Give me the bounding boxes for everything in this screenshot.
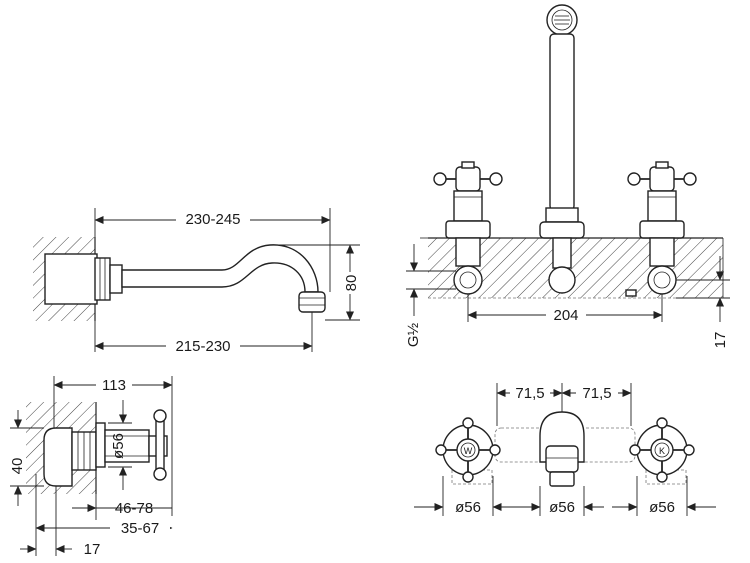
dim-spout-height: 80 <box>343 275 360 292</box>
dim-valve-adjust-a: 46-78 <box>115 500 153 517</box>
left-valve-handle <box>433 161 503 239</box>
left-connector <box>453 265 483 295</box>
dim-thread-size: G½ <box>405 322 422 347</box>
valve-side-view: 113 ø56 40 46-78 35-67 17 <box>9 375 173 558</box>
valve-rosette <box>95 422 106 468</box>
dim-spout-length-top: 230-245 <box>185 211 240 228</box>
shower-holder <box>539 221 585 239</box>
hot-handle-front: W <box>435 417 501 483</box>
dim-spout-length-bottom: 215-230 <box>175 338 230 355</box>
dim-valve-diameter: ø56 <box>110 433 127 459</box>
hot-mark: W <box>464 446 473 456</box>
wall-mount-block <box>44 253 98 305</box>
spout-pipe <box>121 244 319 293</box>
spout-front <box>539 411 585 487</box>
shower-handle <box>549 33 575 211</box>
dim-valve-height: 40 <box>9 458 26 475</box>
dim-centre-left: 71,5 <box>515 385 544 402</box>
spout-side-view: 230-245 80 215-230 <box>33 208 360 355</box>
spout-collar <box>109 264 123 294</box>
right-connector <box>647 265 677 295</box>
dim-centre-right: 71,5 <box>582 385 611 402</box>
dim-rosette-left: ø56 <box>455 499 481 516</box>
dim-wall-offset: 17 <box>712 332 729 349</box>
front-section-view: 204 G½ 17 <box>405 4 730 349</box>
dim-valve-adjust-b: 35-67 <box>121 520 159 537</box>
cold-handle-front: K <box>629 417 695 483</box>
dim-valve-offset: 17 <box>84 541 101 558</box>
cold-mark: K <box>659 446 665 456</box>
dim-handle-spacing: 204 <box>553 307 578 324</box>
valve-spindle <box>104 429 150 463</box>
spout-flange <box>94 257 111 301</box>
centre-connector <box>548 266 576 294</box>
dim-rosette-right: ø56 <box>649 499 675 516</box>
front-elevation-view: W K 71,5 71,5 <box>414 383 716 516</box>
spout-aerator <box>298 291 326 313</box>
dim-valve-depth: 113 <box>102 377 126 394</box>
right-valve-handle <box>627 161 697 239</box>
valve-cross-handle <box>155 413 165 477</box>
valve-body <box>43 427 73 487</box>
dim-rosette-middle: ø56 <box>549 499 575 516</box>
